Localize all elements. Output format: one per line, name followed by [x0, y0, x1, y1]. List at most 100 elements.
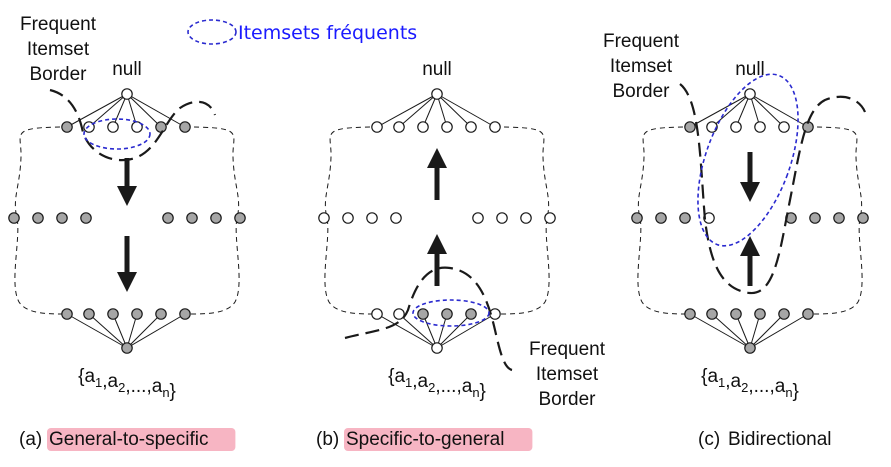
null-label: null — [735, 59, 765, 80]
middle-row-node — [210, 212, 222, 224]
panel-general-to-specific: nullFrequentItemsetBorder{a1,a2,...,an}(… — [8, 14, 246, 451]
top-row-node — [179, 121, 191, 133]
top-row-node — [155, 121, 167, 133]
bottom-row-node — [107, 308, 119, 320]
border-label-line3: Border — [29, 64, 87, 85]
middle-row-node — [655, 212, 667, 224]
null-node — [744, 88, 756, 100]
lattice-edge-top — [88, 93, 128, 128]
full-itemset-node — [121, 342, 133, 354]
border-label-line2: Itemset — [610, 56, 673, 77]
middle-row-node — [234, 212, 246, 224]
middle-row-node — [679, 212, 691, 224]
null-label: null — [422, 59, 452, 80]
lattice-edge-top — [398, 93, 438, 128]
lattice-edge-bottom — [711, 313, 751, 349]
border-label-line3: Border — [612, 81, 670, 102]
lattice-boundary-right — [494, 126, 550, 315]
top-row-node — [778, 121, 790, 133]
middle-row-node — [833, 212, 845, 224]
middle-row-node — [496, 212, 508, 224]
lattice-edge-top — [689, 93, 751, 128]
bottom-row-node — [754, 308, 766, 320]
bottom-row-node — [393, 308, 405, 320]
lattice-edge-bottom — [66, 313, 128, 349]
bottom-row-node — [706, 308, 718, 320]
middle-row-node — [342, 212, 354, 224]
top-row-node — [465, 121, 477, 133]
middle-row-node — [631, 212, 643, 224]
bottom-row-node — [61, 308, 73, 320]
lattice-boundary-left — [324, 126, 380, 315]
middle-row-node — [544, 212, 556, 224]
lattice-boundary-right — [807, 126, 863, 315]
top-row-node — [730, 121, 742, 133]
lattice-edge-bottom — [436, 313, 472, 349]
bottom-row-node — [131, 308, 143, 320]
bottom-row-node — [802, 308, 814, 320]
border-label-line2: Itemset — [27, 39, 90, 60]
caption-a: General-to-specific — [49, 429, 208, 450]
lattice-boundary-left — [14, 126, 70, 315]
lattice-edge-top — [126, 93, 162, 128]
caption-highlight-b — [344, 428, 533, 451]
caption-prefix-c: (c) — [698, 429, 720, 450]
lattice-edge-bottom — [88, 313, 128, 349]
top-row-node — [417, 121, 429, 133]
top-row-node — [371, 121, 383, 133]
bottom-row-node — [179, 308, 191, 320]
caption-b: Specific-to-general — [346, 429, 504, 450]
frequent-itemsets-ellipse — [697, 73, 799, 247]
lattice-edge-top — [436, 93, 496, 128]
top-row-node — [684, 121, 696, 133]
bottom-itemset-label: {a1,a2,...,an} — [701, 366, 799, 402]
bottom-row-node — [730, 308, 742, 320]
lattice-edge-bottom — [422, 313, 438, 349]
lattice-edge-top — [112, 93, 128, 128]
lattice-edge-bottom — [126, 313, 162, 349]
middle-row-node — [520, 212, 532, 224]
full-itemset-node — [744, 342, 756, 354]
caption-highlight-a — [47, 428, 236, 451]
full-itemset-node — [431, 342, 443, 354]
lattice-edge-top — [735, 93, 751, 128]
lattice-edge-bottom — [376, 313, 438, 349]
top-row-node — [107, 121, 119, 133]
frequent-itemset-border — [679, 83, 867, 295]
lattice-edge-bottom — [749, 313, 809, 349]
middle-row-node — [318, 212, 330, 224]
bottom-row-node — [684, 308, 696, 320]
top-row-node — [61, 121, 73, 133]
lattice-edge-bottom — [436, 313, 496, 349]
lattice-edge-bottom — [398, 313, 438, 349]
middle-row-node — [809, 212, 821, 224]
border-label-line1: Frequent — [529, 339, 606, 360]
null-node — [121, 88, 133, 100]
lattice-edge-bottom — [735, 313, 751, 349]
top-row-node — [393, 121, 405, 133]
border-label-line1: Frequent — [20, 14, 97, 35]
bottom-row-node — [441, 308, 453, 320]
lattice-edge-bottom — [126, 313, 138, 349]
null-label: null — [112, 59, 142, 80]
lattice-boundary-left — [637, 126, 693, 315]
frequent-itemset-border — [49, 88, 217, 162]
middle-row-node — [857, 212, 869, 224]
middle-row-node — [186, 212, 198, 224]
bottom-row-node — [778, 308, 790, 320]
bottom-itemset-label: {a1,a2,...,an} — [388, 366, 486, 402]
border-label-line1: Frequent — [603, 31, 680, 52]
middle-row-node — [32, 212, 44, 224]
middle-row-node — [472, 212, 484, 224]
lattice-edge-top — [376, 93, 438, 128]
middle-row-node — [366, 212, 378, 224]
lattice-edge-bottom — [689, 313, 751, 349]
border-label-line2: Itemset — [536, 364, 599, 385]
legend-ellipse — [187, 19, 237, 45]
lattice-edge-bottom — [749, 313, 761, 349]
lattice-edge-top — [749, 93, 785, 128]
middle-row-node — [80, 212, 92, 224]
top-row-node — [754, 121, 766, 133]
middle-row-node — [390, 212, 402, 224]
frequent-itemsets-ellipse — [412, 299, 490, 327]
